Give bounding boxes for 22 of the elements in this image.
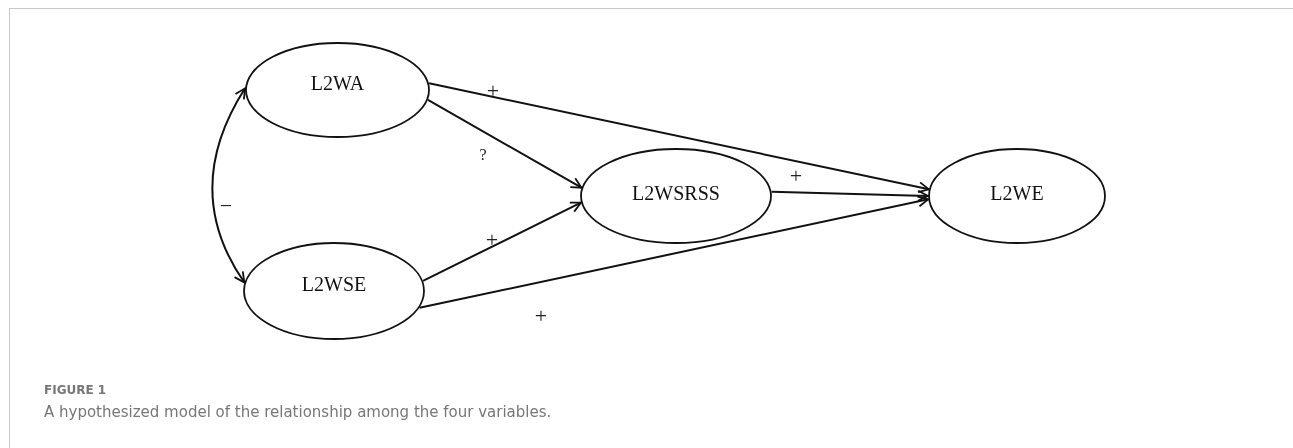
variable-ellipse	[928, 148, 1106, 244]
variable-ellipse	[580, 148, 772, 244]
arrow	[418, 195, 930, 309]
variable-name: L2WSE	[301, 272, 367, 296]
edge-label: +	[534, 305, 548, 327]
arrow	[770, 189, 929, 202]
figure-number: FIGURE 1	[44, 383, 107, 397]
edge-label: ?	[479, 147, 487, 163]
edge-label: +	[486, 80, 500, 102]
figure-caption: A hypothesized model of the relationship among the four variables.	[44, 403, 552, 421]
arrow	[422, 201, 582, 282]
arrow	[427, 99, 583, 189]
edge-label: +	[485, 229, 499, 251]
variable-ellipse	[245, 42, 430, 138]
edge-label: −	[219, 195, 233, 217]
variable-name: L2WA	[310, 71, 365, 95]
variable-name: L2WSRSS	[632, 181, 720, 205]
variable-name: L2WE	[990, 181, 1044, 205]
edge-label: +	[789, 165, 803, 187]
curved-double-arrow	[211, 87, 247, 284]
variable-ellipse	[243, 242, 425, 340]
arrow	[428, 82, 930, 194]
